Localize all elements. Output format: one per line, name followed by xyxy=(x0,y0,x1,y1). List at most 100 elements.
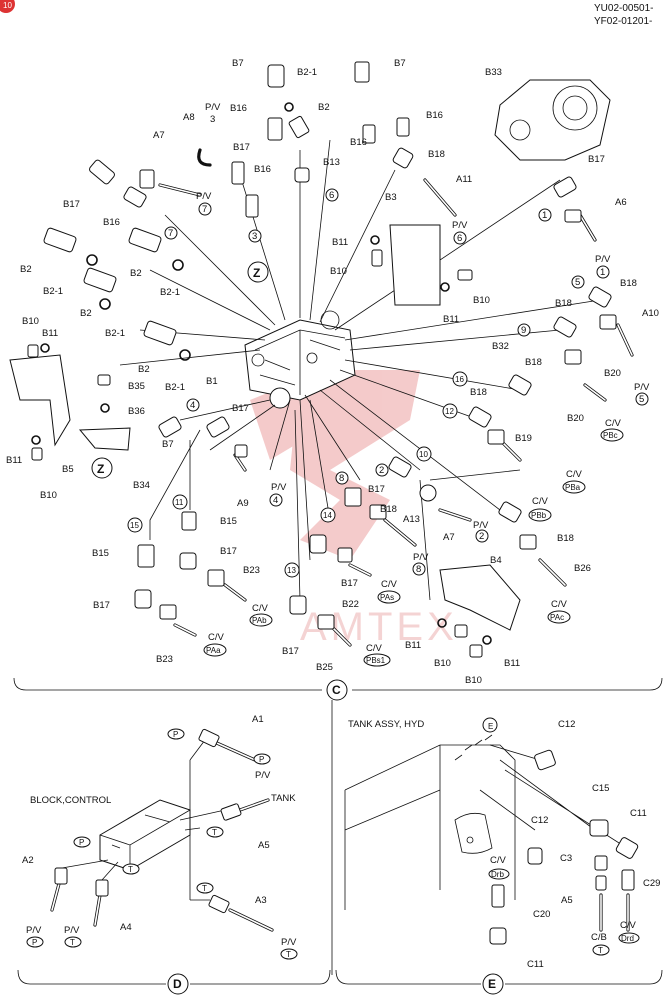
label-b23: B23 xyxy=(243,565,260,576)
label-b10: B10 xyxy=(465,675,482,686)
label-paa: PAa xyxy=(206,646,221,655)
label-b25: B25 xyxy=(316,662,333,673)
label-3: 3 xyxy=(252,231,257,242)
label-pv: P/V xyxy=(196,191,212,202)
label-pv: P/V xyxy=(281,937,297,948)
label-pbs1: PBs1 xyxy=(366,656,386,665)
port-circle-1 xyxy=(538,208,552,222)
label-p: P xyxy=(79,838,84,847)
label-b2-1: B2-1 xyxy=(43,286,63,297)
label-16: 16 xyxy=(455,375,464,384)
label-p: P xyxy=(259,755,264,764)
label-t: T xyxy=(598,946,603,955)
label-7: 7 xyxy=(202,204,207,215)
port-oval-pab xyxy=(249,613,273,627)
label-b22: B22 xyxy=(342,599,359,610)
label-a7: A7 xyxy=(443,532,455,543)
label-b17: B17 xyxy=(93,600,110,611)
label-b32: B32 xyxy=(492,341,509,352)
label-b16: B16 xyxy=(426,110,443,121)
label-pba: PBa xyxy=(565,483,581,492)
label-b5: B5 xyxy=(62,464,74,475)
port-oval-t xyxy=(280,948,298,960)
port-oval-p xyxy=(26,936,44,948)
label-pbc: PBc xyxy=(603,431,618,440)
label-pv: P/V xyxy=(595,254,611,265)
label-b11: B11 xyxy=(332,237,348,248)
label-pv: P/V xyxy=(205,102,221,113)
label-a5: A5 xyxy=(258,840,270,851)
view-c-bracket xyxy=(13,677,663,691)
label-pv: P/V xyxy=(473,520,489,531)
label-b10: B10 xyxy=(22,316,39,327)
label-a1: A1 xyxy=(252,714,264,725)
view-c-letter: C xyxy=(332,683,341,697)
label-5: 5 xyxy=(639,394,644,405)
label-b15: B15 xyxy=(220,516,237,527)
port-circle-2 xyxy=(375,463,389,477)
label-a11: A11 xyxy=(456,174,472,185)
label-a6: A6 xyxy=(615,197,627,208)
label-p: P xyxy=(32,938,37,947)
view-c-drawing: Z Z xyxy=(9,61,634,658)
label-c11: C11 xyxy=(527,959,544,970)
label-8: 8 xyxy=(339,473,344,484)
port-oval-drb xyxy=(488,868,510,880)
port-oval-paa xyxy=(203,643,227,657)
port-oval-t xyxy=(196,882,214,894)
port-circle-2b xyxy=(475,529,489,543)
port-circle-7b xyxy=(164,226,178,240)
label-drd: Drd xyxy=(621,934,634,943)
label-pv: P/V xyxy=(271,482,287,493)
label-b17: B17 xyxy=(220,546,237,557)
label-b18: B18 xyxy=(380,504,397,515)
label-tank: TANK xyxy=(271,793,296,804)
port-circle-11 xyxy=(172,494,188,510)
label-a2: A2 xyxy=(22,855,34,866)
label-b17: B17 xyxy=(368,484,385,495)
label-7: 7 xyxy=(168,228,173,239)
label-b2: B2 xyxy=(318,102,330,113)
view-e-drawing xyxy=(344,717,639,945)
label-a7: A7 xyxy=(153,130,165,141)
label-b16: B16 xyxy=(230,103,247,114)
port-circle-9 xyxy=(517,323,531,337)
label-b1: B1 xyxy=(206,376,218,387)
label-b13: B13 xyxy=(323,157,340,168)
port-circle-6b xyxy=(325,188,339,202)
pump-b33 xyxy=(494,79,611,161)
doc-code-2: YF02-01201- xyxy=(594,16,652,27)
port-oval-t xyxy=(64,936,82,948)
label-5: 5 xyxy=(575,277,580,288)
label-b20: B20 xyxy=(604,368,621,379)
detail-z-label-top: Z xyxy=(253,266,260,280)
label-2: 2 xyxy=(379,465,384,476)
label-b15: B15 xyxy=(92,548,109,559)
view-d-letter: D xyxy=(173,977,182,991)
label-b2-1: B2-1 xyxy=(165,382,185,393)
label-b16: B16 xyxy=(254,164,271,175)
port-circle-8 xyxy=(335,471,349,485)
label-b36: B36 xyxy=(128,406,145,417)
label-a13: A13 xyxy=(403,514,420,525)
label-b18: B18 xyxy=(428,149,445,160)
valve-body-b1 xyxy=(244,310,356,409)
page-marker: 10 xyxy=(3,1,12,10)
label-c29: C29 xyxy=(643,878,660,889)
label-12: 12 xyxy=(445,407,454,416)
label-b7: B7 xyxy=(394,58,406,69)
label-2: 2 xyxy=(479,531,484,542)
port-oval-pba xyxy=(562,480,586,494)
label-b11: B11 xyxy=(6,455,22,466)
label-cv: C/V xyxy=(366,643,383,654)
label-b18: B18 xyxy=(525,357,542,368)
label-pas: PAs xyxy=(380,593,394,602)
label-b17: B17 xyxy=(63,199,80,210)
label-pv: P/V xyxy=(64,925,80,936)
label-b18: B18 xyxy=(557,533,574,544)
label-b2: B2 xyxy=(80,308,92,319)
label-b10: B10 xyxy=(40,490,57,501)
label-a10: A10 xyxy=(642,308,659,319)
label-cv: C/V xyxy=(605,418,622,429)
label-6: 6 xyxy=(329,190,334,201)
